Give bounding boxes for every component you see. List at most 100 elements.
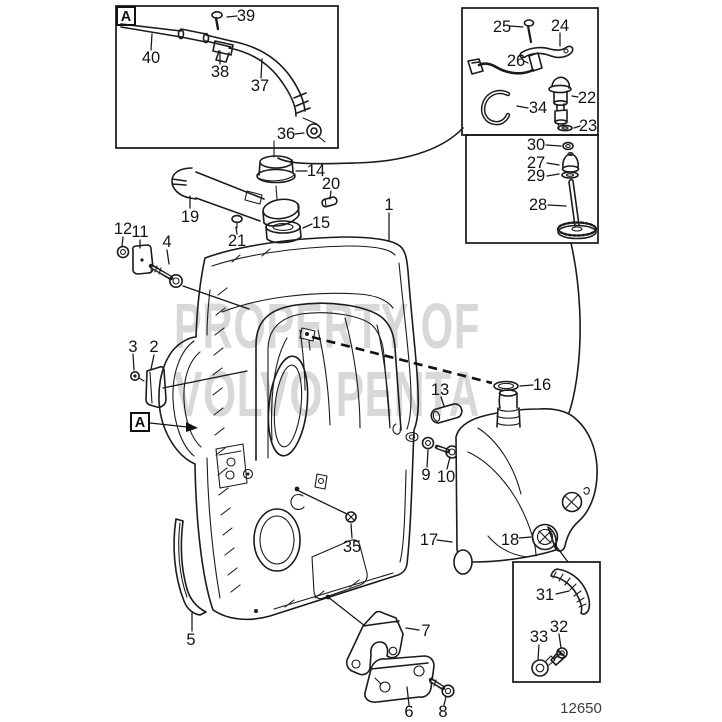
part-label-1: 1	[384, 196, 393, 214]
part-label-18: 18	[501, 531, 519, 549]
detail-box-hose-assembly	[115, 5, 339, 149]
detail-marker-label-1: A	[135, 415, 146, 431]
part-label-10: 10	[437, 468, 455, 486]
pivot-tab	[299, 327, 316, 351]
clip-tab	[314, 473, 328, 490]
detail-marker-label-0: A	[121, 9, 132, 25]
detail-marker-box-1	[130, 412, 150, 432]
drain-hose-drawing	[531, 568, 591, 677]
part-label-23: 23	[579, 117, 597, 135]
arm-boss	[262, 198, 300, 220]
speedometer-pickup-drawing	[556, 141, 598, 240]
arch-outer	[255, 302, 402, 461]
part-label-25: 25	[493, 18, 511, 36]
bolt-8	[428, 676, 455, 698]
wire-clip	[290, 493, 305, 511]
bore-ring-outer	[267, 355, 309, 457]
watermark: PROPERTY OF VOLVO PENTA	[174, 290, 480, 430]
hose-31	[550, 568, 591, 615]
gimbal-housing-drawing	[453, 389, 598, 575]
sensor-26	[528, 52, 543, 72]
part-label-32: 32	[550, 618, 568, 636]
part-label-30: 30	[527, 136, 545, 154]
cable-routing-curve	[277, 127, 464, 165]
part-label-31: 31	[536, 586, 554, 604]
part-label-37: 37	[251, 77, 269, 95]
anode-bracket	[215, 443, 254, 489]
nut-12	[116, 245, 130, 259]
part-label-11: 11	[131, 223, 148, 241]
shield-outline	[158, 236, 420, 621]
rod-28	[568, 178, 580, 227]
cable-connector	[467, 58, 484, 75]
part-label-8: 8	[438, 703, 447, 721]
hose-37	[228, 40, 306, 117]
part-label-17: 17	[420, 531, 438, 549]
screw-35	[345, 511, 357, 523]
watermark-line2: VOLVO PENTA	[174, 358, 480, 430]
pickup-leader-curve	[555, 242, 581, 439]
upper-hole	[561, 491, 583, 513]
part-label-38: 38	[211, 63, 229, 81]
bellows	[496, 389, 521, 428]
part-label-28: 28	[529, 196, 547, 214]
part-label-4: 4	[162, 233, 171, 251]
part-label-12: 12	[114, 220, 132, 238]
washer-29	[561, 171, 579, 179]
o-ring-16	[493, 380, 519, 392]
detail-markers: AA	[116, 6, 150, 432]
bushing-15	[265, 220, 302, 244]
part-label-34: 34	[529, 99, 547, 117]
part-label-9: 9	[421, 466, 430, 484]
alignment-dashed-line	[311, 335, 493, 385]
lower-opening	[253, 508, 301, 572]
flange-nut	[405, 431, 419, 443]
part-label-39: 39	[237, 7, 255, 25]
part-label-7: 7	[421, 622, 430, 640]
arch-inner	[267, 312, 391, 459]
part-label-3: 3	[128, 338, 137, 356]
watermark-line1: PROPERTY OF	[174, 290, 480, 362]
part-label-6: 6	[404, 703, 413, 721]
bracket-24	[519, 45, 574, 59]
washer-9	[421, 436, 435, 450]
detail-a-arrow	[149, 422, 198, 432]
screw-3	[130, 370, 141, 381]
left-fasteners	[116, 244, 184, 408]
part-label-2: 2	[149, 338, 158, 356]
part-label-35: 35	[343, 538, 361, 556]
part-label-15: 15	[312, 214, 330, 232]
drawing-number: 12650	[560, 700, 602, 717]
part-label-19: 19	[181, 208, 199, 226]
speedo-box-border	[465, 134, 599, 244]
part-label-24: 24	[551, 17, 569, 35]
part-label-40: 40	[142, 49, 160, 67]
lower-brackets	[327, 596, 455, 703]
bolt-4	[148, 263, 184, 288]
nut-30	[562, 141, 574, 151]
hose-fitting-36	[306, 123, 322, 139]
plug-18	[531, 523, 559, 551]
transom-shield-drawing	[158, 236, 420, 621]
cap-27	[562, 153, 579, 169]
clamp-38	[212, 40, 234, 63]
fitting-33	[531, 659, 549, 677]
screw-25	[523, 19, 535, 27]
sensor-cable	[477, 62, 535, 75]
part-label-16: 16	[533, 376, 551, 394]
bolt-10	[434, 444, 459, 459]
detail-marker-box-0	[116, 6, 136, 26]
part-label-33: 33	[530, 628, 548, 646]
detail-box-valve-assembly	[461, 7, 599, 244]
engine-mount-14	[256, 140, 296, 200]
part-label-13: 13	[431, 381, 449, 399]
housing-foot	[453, 549, 473, 575]
bearing-boss	[172, 340, 202, 457]
part-label-22: 22	[578, 89, 596, 107]
leader-lines	[121, 15, 581, 706]
pad-2	[145, 365, 167, 408]
drain-box-border	[512, 561, 601, 683]
